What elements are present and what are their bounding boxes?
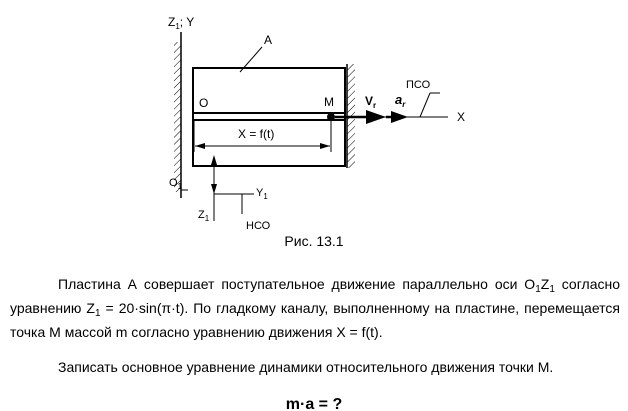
z1-arrow-down: [211, 184, 217, 194]
dimension-arrow-right: [320, 143, 330, 149]
left-wall-hatch: [174, 42, 181, 192]
label-m: M: [324, 95, 334, 109]
label-z1: Z1: [198, 209, 210, 223]
plate-a: [192, 67, 346, 167]
label-a-leader: [239, 46, 263, 73]
mechanics-figure: Z1; Y A O M Vr ar ПСО X X = f(t) O1 Y1 Z…: [168, 15, 465, 232]
label-o: O: [199, 96, 208, 110]
problem-paragraph-1: Пластина А совершает поступательное движ…: [10, 276, 620, 340]
label-x-ft: X = f(t): [238, 127, 274, 141]
label-y1: Y1: [256, 187, 268, 201]
label-pso: ПСО: [406, 79, 431, 91]
label-ar: ar: [395, 92, 406, 109]
problem-paragraph-2: Записать основное уравнение динамики отн…: [58, 359, 554, 375]
ar-arrowhead: [391, 111, 408, 123]
dimension-arrow-left: [195, 143, 205, 149]
formula-partial: m·a = ?: [285, 396, 343, 411]
label-z1-y: Z1; Y: [168, 15, 194, 31]
label-x: X: [457, 110, 465, 124]
figure-caption: Рис. 13.1: [284, 233, 344, 249]
z1-arrow-up: [211, 155, 217, 165]
label-o1: O1: [169, 177, 183, 191]
point-m: [327, 113, 335, 121]
vr-arrowhead: [366, 110, 386, 124]
label-a: A: [264, 33, 272, 47]
pso-leader: [419, 92, 431, 118]
label-nso: НСО: [246, 220, 271, 232]
label-vr: Vr: [365, 94, 376, 110]
